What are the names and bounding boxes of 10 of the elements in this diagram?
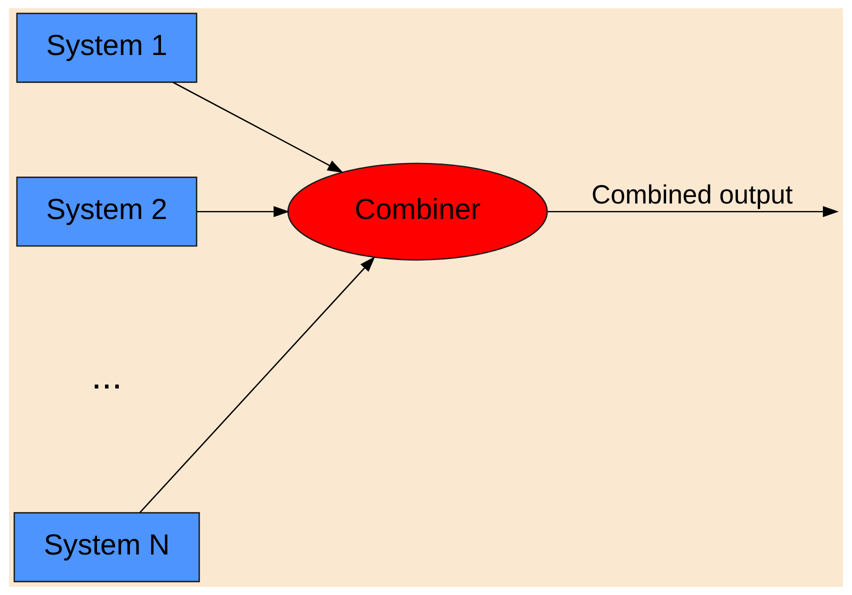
edge-label: Combined output	[592, 180, 793, 210]
node-box: System 1	[16, 12, 198, 83]
label: ...	[91, 356, 122, 397]
arrow	[139, 256, 376, 513]
arrow	[196, 206, 290, 218]
node-box: System N	[14, 512, 200, 582]
node-box: System 2	[16, 176, 198, 247]
node-ellipse: Combiner	[287, 162, 548, 261]
arrow	[172, 82, 344, 173]
arrow	[548, 206, 839, 218]
